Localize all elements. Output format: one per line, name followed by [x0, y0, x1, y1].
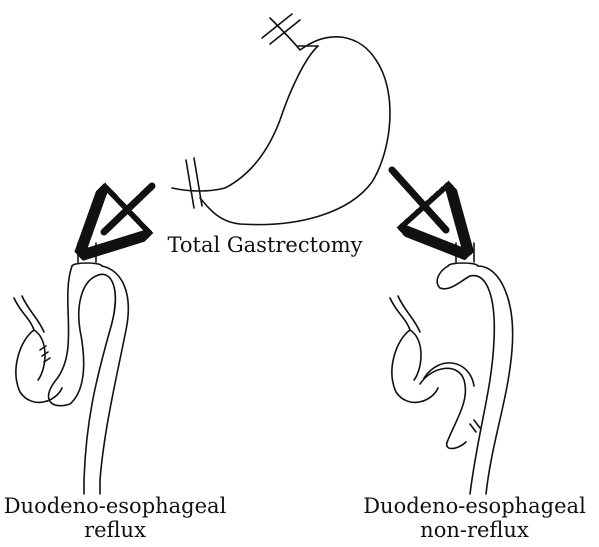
right-caption-line1: Duodeno-esophageal [350, 494, 599, 518]
right-reconstruction [390, 243, 513, 494]
right-caption: Duodeno-esophageal non-reflux [350, 494, 599, 542]
arrow-left [104, 186, 152, 232]
arrow-right [392, 170, 446, 230]
right-caption-line2: non-reflux [350, 518, 599, 542]
left-reconstruction [14, 243, 128, 494]
left-caption-line2: reflux [0, 518, 230, 542]
stomach-illustration [172, 14, 390, 225]
diagram-title: Total Gastrectomy [150, 233, 380, 257]
left-caption-line1: Duodeno-esophageal [0, 494, 230, 518]
left-caption: Duodeno-esophageal reflux [0, 494, 230, 542]
